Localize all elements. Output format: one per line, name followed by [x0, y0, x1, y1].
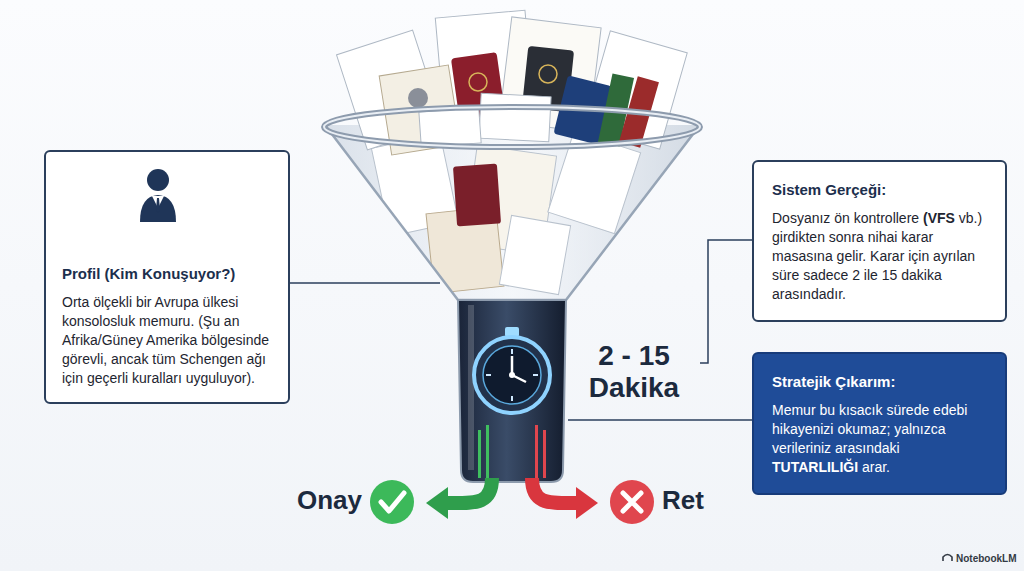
- paper-sheet: [499, 215, 570, 294]
- box-heading: Profil (Kim Konuşuyor?): [62, 264, 272, 284]
- cross-mark: [623, 493, 641, 511]
- funnel-neck: [458, 300, 566, 482]
- highlight-box: Stratejik Çıkarım: Memur bu kısacık süred…: [752, 352, 1007, 495]
- watermark-icon: [942, 553, 953, 562]
- funnel-outline: [325, 125, 700, 300]
- stopwatch-pin: [509, 372, 515, 378]
- passport-emblem: [539, 65, 557, 83]
- duration-label: 2 - 15 Dakika: [572, 340, 696, 404]
- approve-label: Onay: [262, 485, 362, 516]
- funnel-rim-highlight: [324, 107, 700, 147]
- red-stream: [535, 425, 538, 478]
- person-tie: [156, 198, 160, 213]
- leader-line: [700, 240, 752, 363]
- check-mark: [381, 493, 404, 511]
- photo-portrait: [408, 88, 428, 108]
- paper-pile: [325, 125, 700, 300]
- passport: [453, 164, 501, 227]
- check-icon: [370, 480, 414, 524]
- leader-line: [568, 419, 752, 421]
- green-stream: [478, 430, 481, 478]
- leader-line: [290, 282, 440, 284]
- emphasis-word: (VFS: [923, 210, 955, 226]
- approve-arrow: [446, 478, 492, 503]
- person-body: [140, 195, 176, 222]
- green-stream: [486, 425, 489, 478]
- profile-box: Profil (Kim Konuşuyor?) Orta ölçekli bir …: [44, 150, 290, 404]
- red-stream: [543, 430, 546, 478]
- stopwatch: [474, 337, 550, 413]
- info-box: Sistem Gerçeği: Dosyanız ön kontrollere (…: [752, 160, 1007, 322]
- document-pile: [337, 10, 688, 155]
- paper-sheet: [419, 108, 481, 147]
- paper-sheet: [479, 93, 551, 142]
- neck-highlight: [468, 305, 474, 470]
- emphasis-word: TUTARLILIĞI: [772, 459, 858, 475]
- reject-arrowhead: [576, 487, 598, 519]
- reject-arrow: [532, 478, 578, 503]
- box-heading: Sistem Gerçeği:: [772, 180, 989, 200]
- person-head: [147, 169, 169, 191]
- watermark-glyph: [943, 555, 952, 562]
- box-heading: Stratejik Çıkarım:: [772, 372, 989, 392]
- funnel-rim: [324, 107, 700, 147]
- box-body: Orta ölçekli bir Avrupa ülkesi konsolosl…: [62, 293, 272, 388]
- approve-arrowhead: [426, 487, 448, 519]
- stopwatch-ticks: [486, 349, 538, 401]
- cross-icon: [610, 480, 654, 524]
- watermark: NotebookLM: [956, 553, 1020, 565]
- passport-emblem: [469, 73, 487, 91]
- reject-label: Ret: [662, 485, 742, 516]
- person-icon: [138, 166, 178, 224]
- box-body: Dosyanız ön kontrollere (VFS vb.) girdik…: [772, 209, 989, 304]
- stopwatch-face: [483, 346, 541, 404]
- funnel-glass: [325, 125, 700, 300]
- box-body: Memur bu kısacık sürede edebi hikayenizi…: [772, 401, 989, 477]
